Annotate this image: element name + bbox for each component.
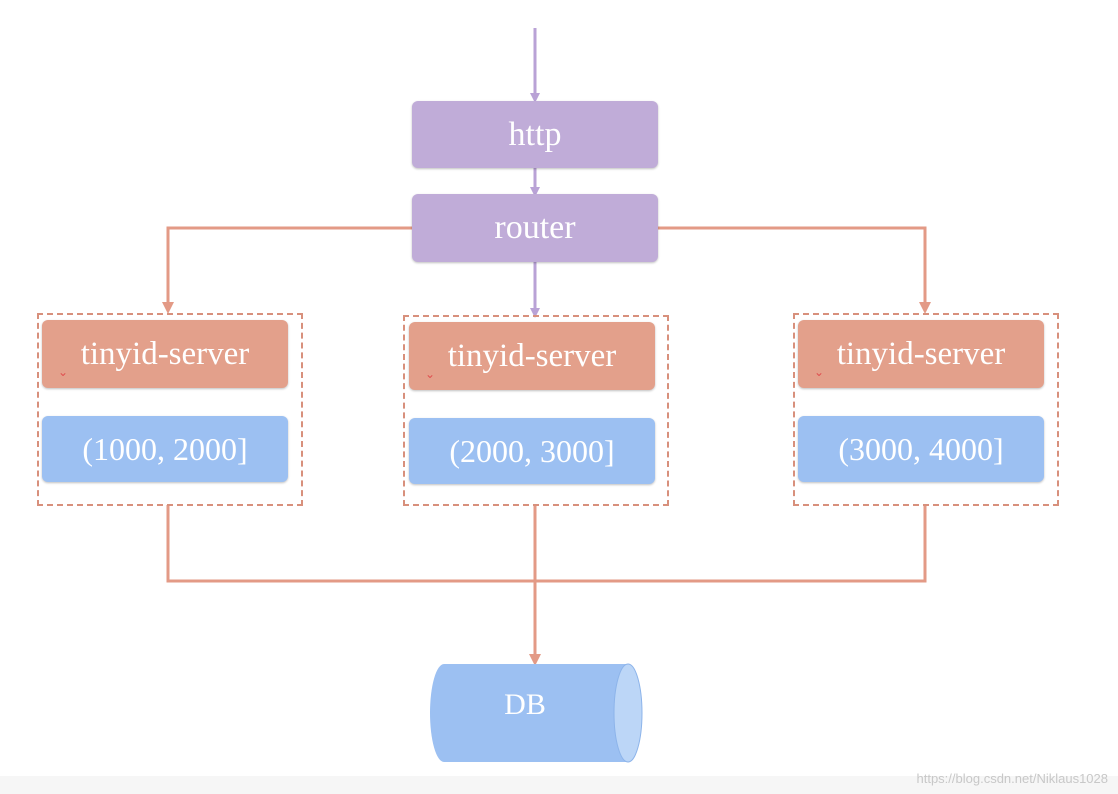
range-node-1: (1000, 2000] [42, 416, 288, 482]
arrow-router-left [162, 226, 412, 314]
spellcheck-mark-3: ⌄ [814, 365, 825, 379]
server-group-1 [37, 313, 303, 506]
range-label-2: (2000, 3000] [449, 432, 615, 469]
range-node-2: (2000, 3000] [409, 418, 655, 484]
server-label-1: tinyid-server [80, 335, 250, 372]
server-node-2: tinyid-server [409, 322, 655, 390]
server-group-3 [793, 313, 1059, 506]
server-node-1: tinyid-server [42, 320, 288, 388]
server-label-3: tinyid-server [836, 335, 1006, 372]
arrow-router-right [658, 226, 931, 314]
watermark: https://blog.csdn.net/Niklaus1028 [916, 771, 1108, 786]
range-label-3: (3000, 4000] [838, 430, 1004, 467]
spellcheck-mark-2: ⌄ [425, 367, 436, 381]
router-label: router [494, 209, 576, 246]
http-node: http [412, 101, 658, 168]
range-node-3: (3000, 4000] [798, 416, 1044, 482]
http-label: http [508, 115, 562, 153]
db-label: DB [504, 688, 546, 721]
db-cylinder [430, 663, 643, 763]
spellcheck-mark-1: ⌄ [58, 365, 69, 379]
server-label-2: tinyid-server [447, 337, 617, 374]
server-node-3: tinyid-server [798, 320, 1044, 388]
bottom-band [0, 776, 1118, 794]
connector-left-to-bus [166, 505, 927, 583]
range-label-1: (1000, 2000] [82, 430, 248, 467]
router-node: router [412, 194, 658, 262]
server-group-2 [403, 315, 669, 506]
